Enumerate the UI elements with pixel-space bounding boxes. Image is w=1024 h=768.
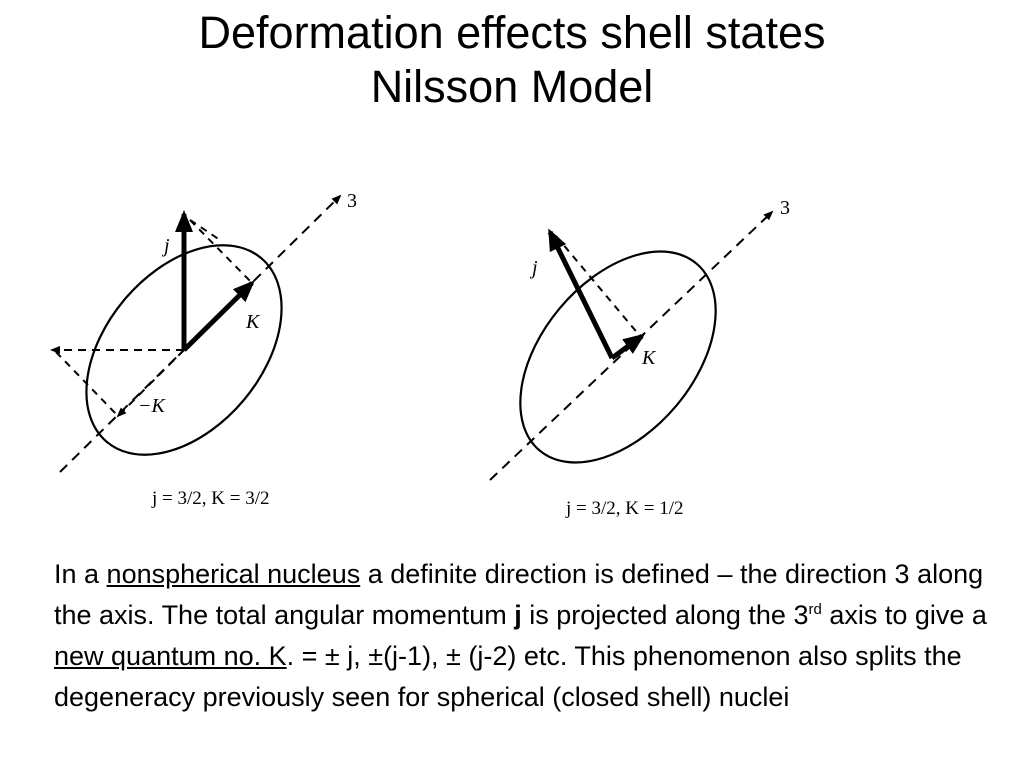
left-projection-line bbox=[55, 351, 119, 417]
body-superscript: rd bbox=[808, 601, 822, 618]
right-axis-label: 3 bbox=[780, 197, 790, 219]
body-text-2: a definite direction is defined – the di… bbox=[54, 559, 984, 630]
left-j-label: j bbox=[161, 235, 170, 257]
body-bold-j: j bbox=[514, 600, 522, 630]
title-line-2: Nilsson Model bbox=[370, 61, 654, 112]
left-diagram: 3 j K −K j = 3/2, K = 3/2 bbox=[50, 190, 357, 509]
left-minus-K-vector bbox=[116, 349, 185, 418]
new-quantum-number-link[interactable]: new quantum no. K bbox=[54, 641, 287, 671]
body-text-3: is projected along the 3 bbox=[521, 600, 809, 630]
body-text-1: In a bbox=[54, 559, 107, 589]
left-axis-label: 3 bbox=[347, 190, 357, 212]
left-projection-line bbox=[189, 219, 221, 241]
slide-title: Deformation effects shell states Nilsson… bbox=[0, 6, 1024, 114]
body-text-4: axis to give a bbox=[821, 600, 987, 630]
left-K-vector bbox=[182, 280, 255, 352]
body-text-5: . = ± j, ±(j-1), ± (j-2) etc. This pheno… bbox=[54, 641, 962, 712]
right-caption: j = 3/2, K = 1/2 bbox=[565, 498, 684, 519]
nonspherical-nucleus-link[interactable]: nonspherical nucleus bbox=[106, 559, 361, 589]
right-nucleus-ellipse bbox=[519, 250, 717, 464]
right-K-label: K bbox=[641, 347, 657, 369]
nilsson-diagram: 3 j K −K j = 3/2, K = 3/2 3 j K j = 3/2,… bbox=[50, 190, 790, 519]
right-diagram: 3 j K j = 3/2, K = 1/2 bbox=[489, 197, 790, 519]
body-paragraph: In a nonspherical nucleus a definite dir… bbox=[54, 554, 1014, 718]
title-line-1: Deformation effects shell states bbox=[198, 7, 826, 58]
left-caption: j = 3/2, K = 3/2 bbox=[151, 488, 270, 509]
right-K-vector bbox=[610, 333, 646, 361]
right-j-label: j bbox=[529, 257, 538, 279]
left-minus-K-label: −K bbox=[138, 395, 166, 417]
left-K-label: K bbox=[245, 311, 261, 333]
left-projection-line bbox=[189, 219, 253, 284]
right-j-vector bbox=[547, 228, 615, 360]
right-projection-line bbox=[555, 235, 641, 337]
left-nucleus-ellipse bbox=[85, 244, 283, 456]
